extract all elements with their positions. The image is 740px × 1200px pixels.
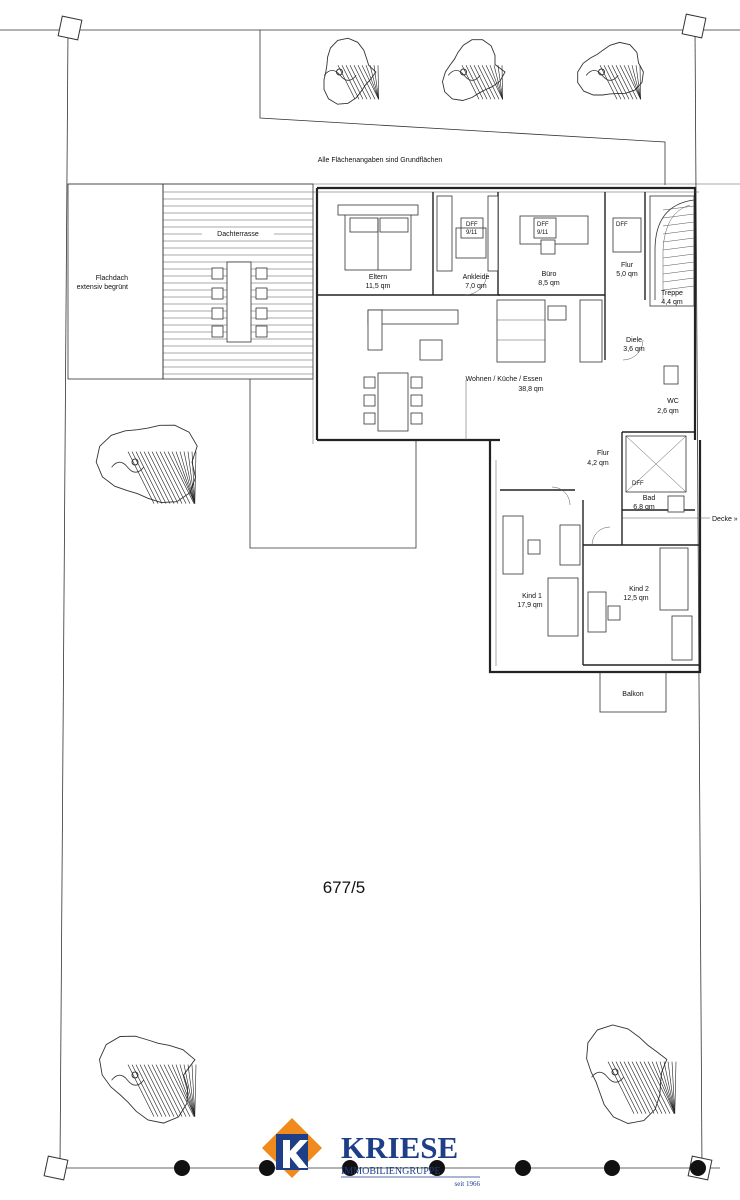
svg-text:Diele: Diele: [626, 337, 642, 344]
window-tag-dff1: DFF 9/11: [460, 217, 484, 239]
svg-text:4,2 qm: 4,2 qm: [587, 460, 609, 467]
svg-text:38,8 qm: 38,8 qm: [518, 386, 543, 393]
svg-text:Flur: Flur: [597, 450, 610, 457]
tree-3: [577, 41, 644, 100]
logo-mark: [262, 1118, 322, 1178]
bath-fixtures: [625, 365, 687, 513]
kitchen: [496, 299, 603, 363]
svg-text:DFF: DFF: [537, 222, 549, 228]
desk-buero: [519, 215, 589, 321]
dining-table: [363, 372, 423, 432]
room-label-kind2: Kind 2 12,5 qm: [623, 586, 649, 602]
svg-text:9/11: 9/11: [537, 230, 549, 236]
svg-text:Flur: Flur: [621, 262, 634, 269]
room-label-flur-top: Flur 5,0 qm: [616, 262, 638, 278]
building-walls: [312, 186, 702, 674]
trees: [95, 37, 677, 1124]
window-tag-dff3: DFF: [612, 217, 642, 253]
room-label-diele: Diele 3,6 qm: [623, 337, 645, 353]
flat-roof-label-2: extensiv begrünt: [77, 284, 128, 291]
balcony: Balkon: [599, 671, 667, 713]
svg-text:Wohnen / Küche / Essen: Wohnen / Küche / Essen: [466, 376, 543, 383]
svg-text:11,5 qm: 11,5 qm: [366, 283, 391, 290]
property-boundary: [0, 13, 740, 1181]
room-label-eltern: Eltern 11,5 qm: [366, 274, 391, 290]
room-label-wc: WC 2,6 qm: [657, 398, 679, 415]
svg-text:12,5 qm: 12,5 qm: [623, 595, 648, 602]
svg-text:DFF: DFF: [616, 222, 628, 228]
room-label-ankleide: Ankleide 7,0 qm: [463, 274, 490, 290]
svg-text:Kind 1: Kind 1: [522, 593, 542, 600]
svg-text:4,4 qm: 4,4 qm: [661, 299, 683, 306]
room-label-treppe: Treppe 4,4 qm: [661, 290, 683, 306]
svg-text:DFF: DFF: [466, 222, 478, 228]
terrace-table: [226, 261, 252, 343]
staircase: [649, 195, 695, 307]
lower-roof-outline: [249, 379, 417, 549]
roof-terrace: Dachterrasse: [162, 183, 314, 380]
room-label-buero: Büro 8,5 qm: [538, 271, 560, 287]
window-tag-dff4: DFF: [632, 481, 644, 487]
svg-text:8,5 qm: 8,5 qm: [538, 280, 560, 287]
svg-text:Bad: Bad: [643, 495, 656, 502]
sofa: [367, 309, 459, 361]
logo-name: KRIESE: [341, 1130, 458, 1165]
balcony-label: Balkon: [622, 691, 644, 698]
logo-since: seit 1966: [455, 1180, 481, 1188]
roof-terrace-label: Dachterrasse: [217, 231, 259, 238]
kriese-logo: KRIESE IMMOBILIENGRUPPE seit 1966: [262, 1118, 480, 1188]
parcel-number: 677/5: [323, 878, 366, 897]
room-label-kind1: Kind 1 17,9 qm: [517, 593, 542, 609]
bed-eltern: [337, 204, 419, 271]
svg-text:DFF: DFF: [632, 481, 644, 487]
area-note: Alle Flächenangaben sind Grundflächen: [318, 157, 443, 164]
terrace-chairs: [211, 267, 268, 338]
kind1-furniture: [502, 515, 581, 637]
survey-points: [174, 1160, 706, 1176]
tree-5: [99, 1035, 197, 1124]
svg-text:9/11: 9/11: [466, 230, 478, 236]
svg-text:5,0 qm: 5,0 qm: [616, 271, 638, 278]
svg-text:WC: WC: [667, 398, 679, 405]
flat-roof: Flachdach extensiv begrünt: [67, 183, 164, 380]
svg-text:3,6 qm: 3,6 qm: [623, 346, 645, 353]
wardrobe-ankleide: [436, 195, 499, 272]
ceiling-note: Decke »: [712, 516, 738, 523]
flat-roof-label-1: Flachdach: [96, 275, 128, 282]
boundary-marker-bottomleft: [43, 1155, 69, 1181]
room-label-wohnen: Wohnen / Küche / Essen 38,8 qm: [466, 376, 544, 393]
svg-text:Eltern: Eltern: [369, 274, 387, 281]
svg-text:2,6 qm: 2,6 qm: [657, 408, 679, 415]
svg-text:Büro: Büro: [542, 271, 557, 278]
boundary-marker-topleft: [57, 15, 83, 41]
tree-4: [95, 424, 198, 504]
kind2-furniture: [587, 547, 693, 661]
svg-text:17,9 qm: 17,9 qm: [517, 602, 542, 609]
svg-text:6,8 qm: 6,8 qm: [633, 504, 655, 511]
boundary-marker-topright: [681, 13, 707, 39]
svg-text:Treppe: Treppe: [661, 290, 683, 297]
svg-text:Kind 2: Kind 2: [629, 586, 649, 593]
svg-text:Ankleide: Ankleide: [463, 274, 490, 281]
room-label-bad: Bad 6,8 qm: [633, 495, 655, 511]
logo-tagline: IMMOBILIENGRUPPE: [341, 1166, 440, 1177]
svg-text:7,0 qm: 7,0 qm: [465, 283, 487, 290]
tree-6: [586, 1024, 677, 1124]
tree-1: [323, 37, 379, 105]
tree-2: [442, 39, 506, 101]
room-label-flur: Flur 4,2 qm: [587, 450, 609, 467]
window-tag-dff2: DFF 9/11: [533, 217, 557, 239]
